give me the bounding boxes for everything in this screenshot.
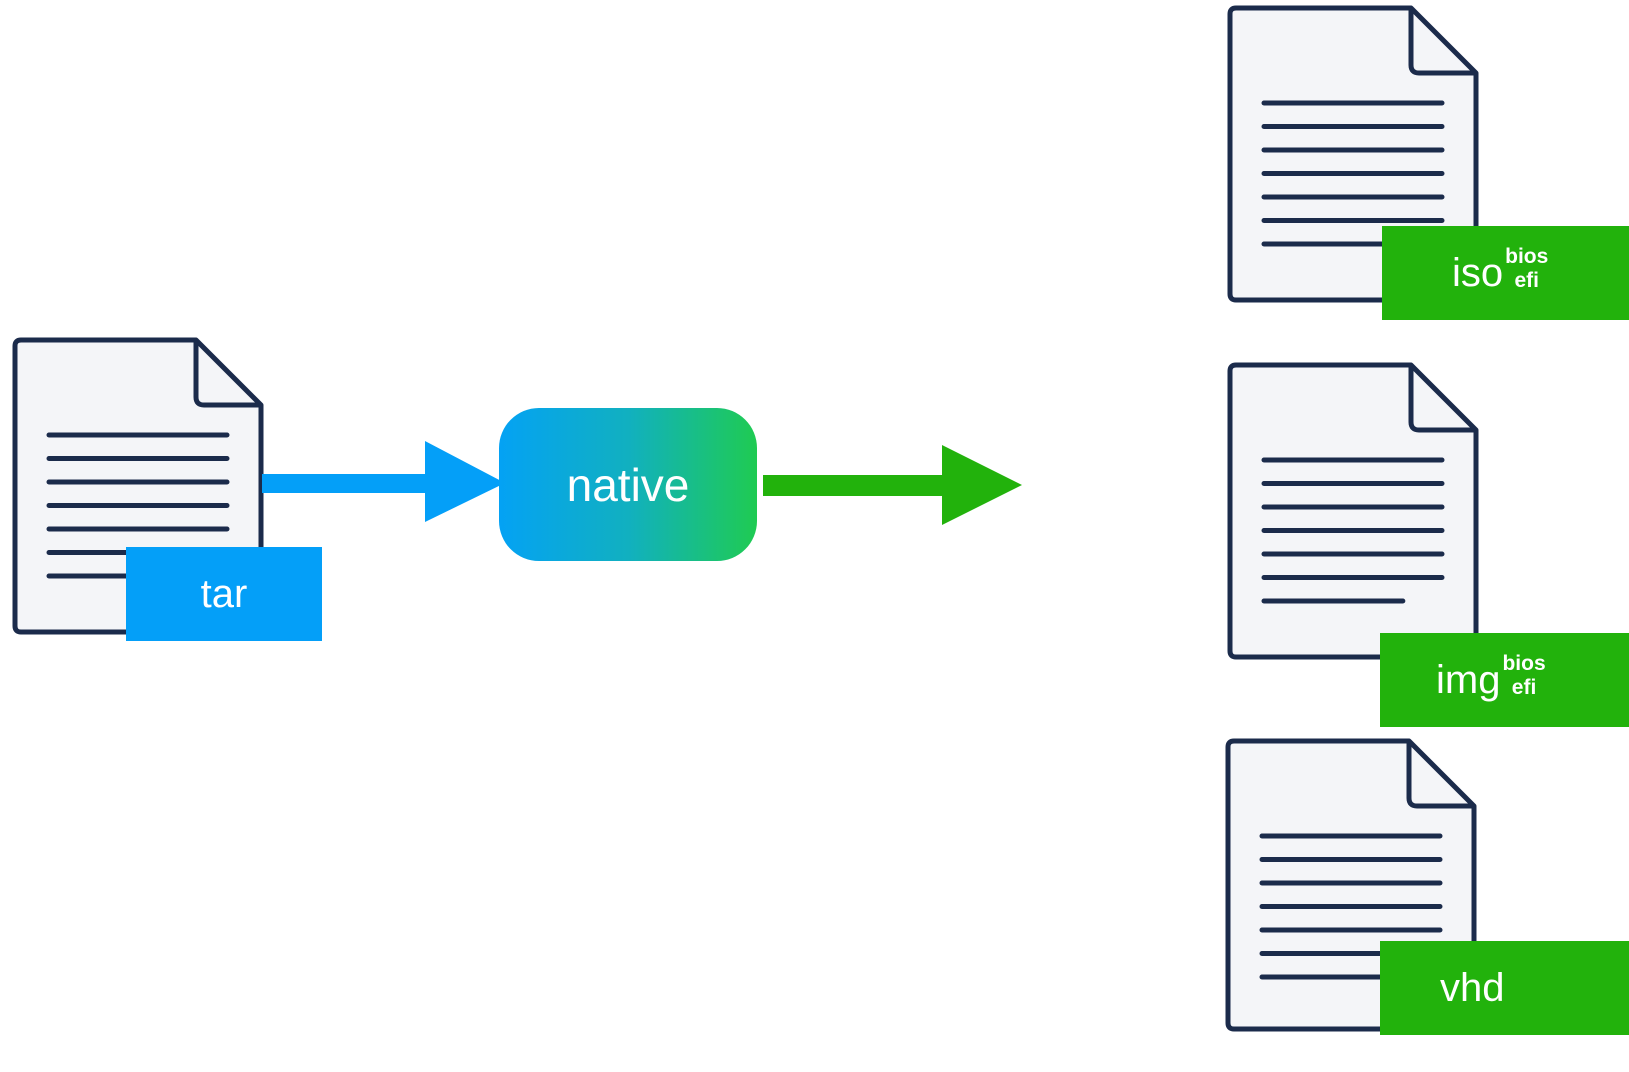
native-process-box: native: [499, 408, 757, 561]
img-document-icon: [1227, 362, 1479, 660]
document-fold: [1408, 8, 1476, 76]
iso-boot-modes: bios efi: [1505, 245, 1548, 293]
vhd-format-badge: vhd: [1380, 941, 1629, 1035]
document-fold: [1406, 741, 1474, 809]
output-arrow: [763, 445, 1022, 525]
vhd-label-text: vhd: [1440, 966, 1505, 1010]
iso-subscript: efi: [1514, 269, 1539, 292]
iso-format-badge: iso bios efi: [1382, 226, 1629, 320]
iso-superscript: bios: [1505, 245, 1549, 268]
img-label-text: img: [1436, 658, 1501, 702]
img-boot-modes: bios efi: [1502, 652, 1545, 700]
tar-label-text: tar: [200, 572, 248, 616]
tar-format-badge: tar: [126, 547, 322, 641]
native-label-text: native: [566, 458, 690, 511]
img-format-badge: img bios efi: [1380, 633, 1629, 727]
input-arrow: [262, 441, 505, 522]
document-fold: [1408, 365, 1476, 433]
document-fold: [193, 340, 261, 408]
img-subscript: efi: [1511, 676, 1537, 699]
img-superscript: bios: [1502, 652, 1546, 675]
iso-label-text: iso: [1452, 251, 1504, 295]
document-body: [1227, 362, 1479, 660]
